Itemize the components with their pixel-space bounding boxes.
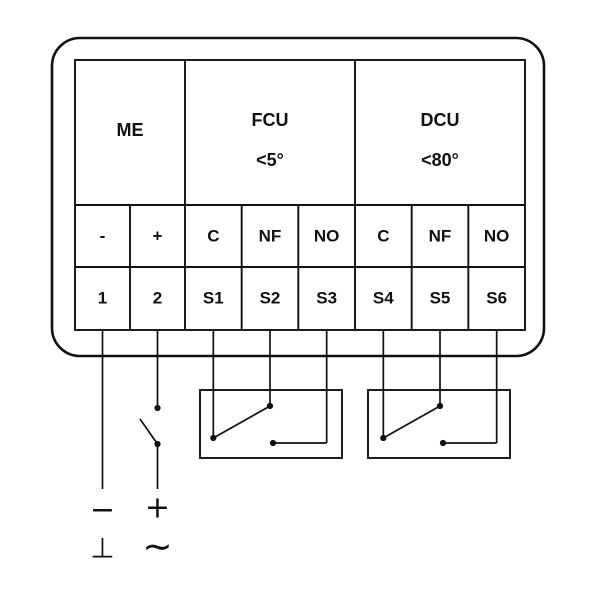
section-headers: ME FCU <5° DCU <80° xyxy=(117,110,460,170)
plus-symbol: + xyxy=(145,491,170,526)
nf-contact-dot xyxy=(266,402,274,410)
contact-label: NF xyxy=(429,227,452,246)
contact-label: NO xyxy=(314,227,340,246)
terminal-number: S6 xyxy=(486,289,507,308)
section-sub-fcu: <5° xyxy=(256,150,284,170)
terminal-number: 1 xyxy=(98,289,107,308)
terminal-number: S1 xyxy=(203,289,224,308)
terminal-number: S3 xyxy=(316,289,337,308)
ground-symbol: ⊥ xyxy=(90,532,114,565)
relay-box xyxy=(199,389,343,459)
ac-symbol: ∼ xyxy=(142,527,172,568)
table-border xyxy=(74,59,526,331)
relay-box xyxy=(367,389,511,459)
terminal-number-row: 1 2 S1 S2 S3 S4 S5 S6 xyxy=(98,289,507,308)
supply-minus-wiring: − ⊥ xyxy=(90,330,115,565)
terminal-number: S5 xyxy=(430,289,451,308)
switch-blade xyxy=(139,418,159,445)
supply-plus-wiring: + ∼ xyxy=(139,330,173,568)
contact-label: + xyxy=(153,227,163,246)
fcu-relay-contact xyxy=(199,330,343,459)
relay-blade xyxy=(382,405,441,439)
contact-label-row: - + C NF NO C NF NO xyxy=(100,227,510,246)
terminal-number: 2 xyxy=(153,289,162,308)
switch-contact-dot xyxy=(154,404,161,412)
section-name-dcu: DCU xyxy=(421,110,460,130)
section-name-fcu: FCU xyxy=(252,110,289,130)
no-contact-dot xyxy=(439,439,447,447)
section-name-me: ME xyxy=(117,120,144,140)
terminal-number: S2 xyxy=(260,289,281,308)
terminal-table xyxy=(74,59,526,331)
contact-label: NF xyxy=(259,227,282,246)
contact-label: C xyxy=(377,227,389,246)
contact-label: - xyxy=(100,227,106,246)
minus-symbol: − xyxy=(90,493,115,528)
device-outline xyxy=(50,36,546,358)
section-sub-dcu: <80° xyxy=(421,150,459,170)
contact-label: NO xyxy=(484,227,510,246)
nf-contact-dot xyxy=(436,402,444,410)
terminal-number: S4 xyxy=(373,289,394,308)
relay-blade xyxy=(212,405,271,439)
dcu-relay-contact xyxy=(367,330,511,459)
contact-label: C xyxy=(207,227,219,246)
no-contact-dot xyxy=(269,439,277,447)
